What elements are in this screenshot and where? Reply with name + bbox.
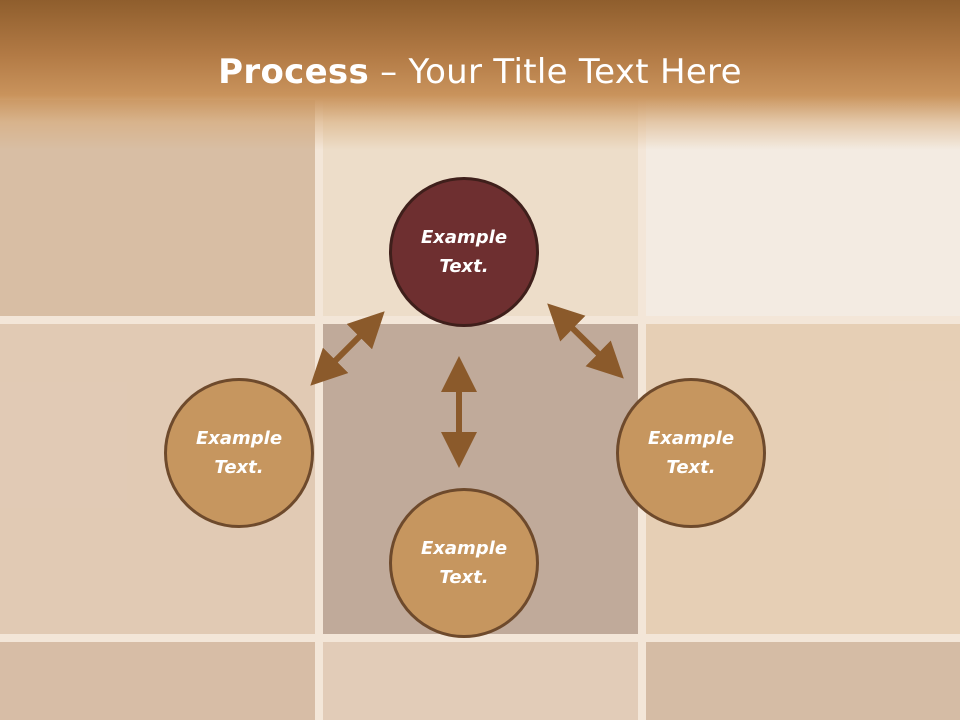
process-node-right-label: Example Text. [647, 428, 735, 478]
photo-tile [0, 642, 315, 720]
photo-tile [646, 642, 960, 720]
process-node-bottom-label: Example Text. [420, 538, 508, 588]
process-node-left[interactable]: Example Text. [164, 378, 314, 528]
process-node-right[interactable]: Example Text. [616, 378, 766, 528]
arrow-top-right [547, 303, 624, 379]
process-node-left-label: Example Text. [195, 428, 283, 478]
title-dash: – [369, 52, 409, 92]
process-node-bottom[interactable]: Example Text. [389, 488, 539, 638]
process-node-top[interactable]: Example Text. [389, 177, 539, 327]
process-node-top-label: Example Text. [420, 227, 508, 277]
title-bar [0, 0, 960, 150]
photo-tile [323, 642, 638, 720]
title-rest: Your Title Text Here [408, 52, 742, 92]
title-bold-part: Process [218, 52, 370, 92]
arrow-top-left [310, 311, 385, 386]
slide-title[interactable]: Process – Your Title Text Here [0, 52, 960, 92]
